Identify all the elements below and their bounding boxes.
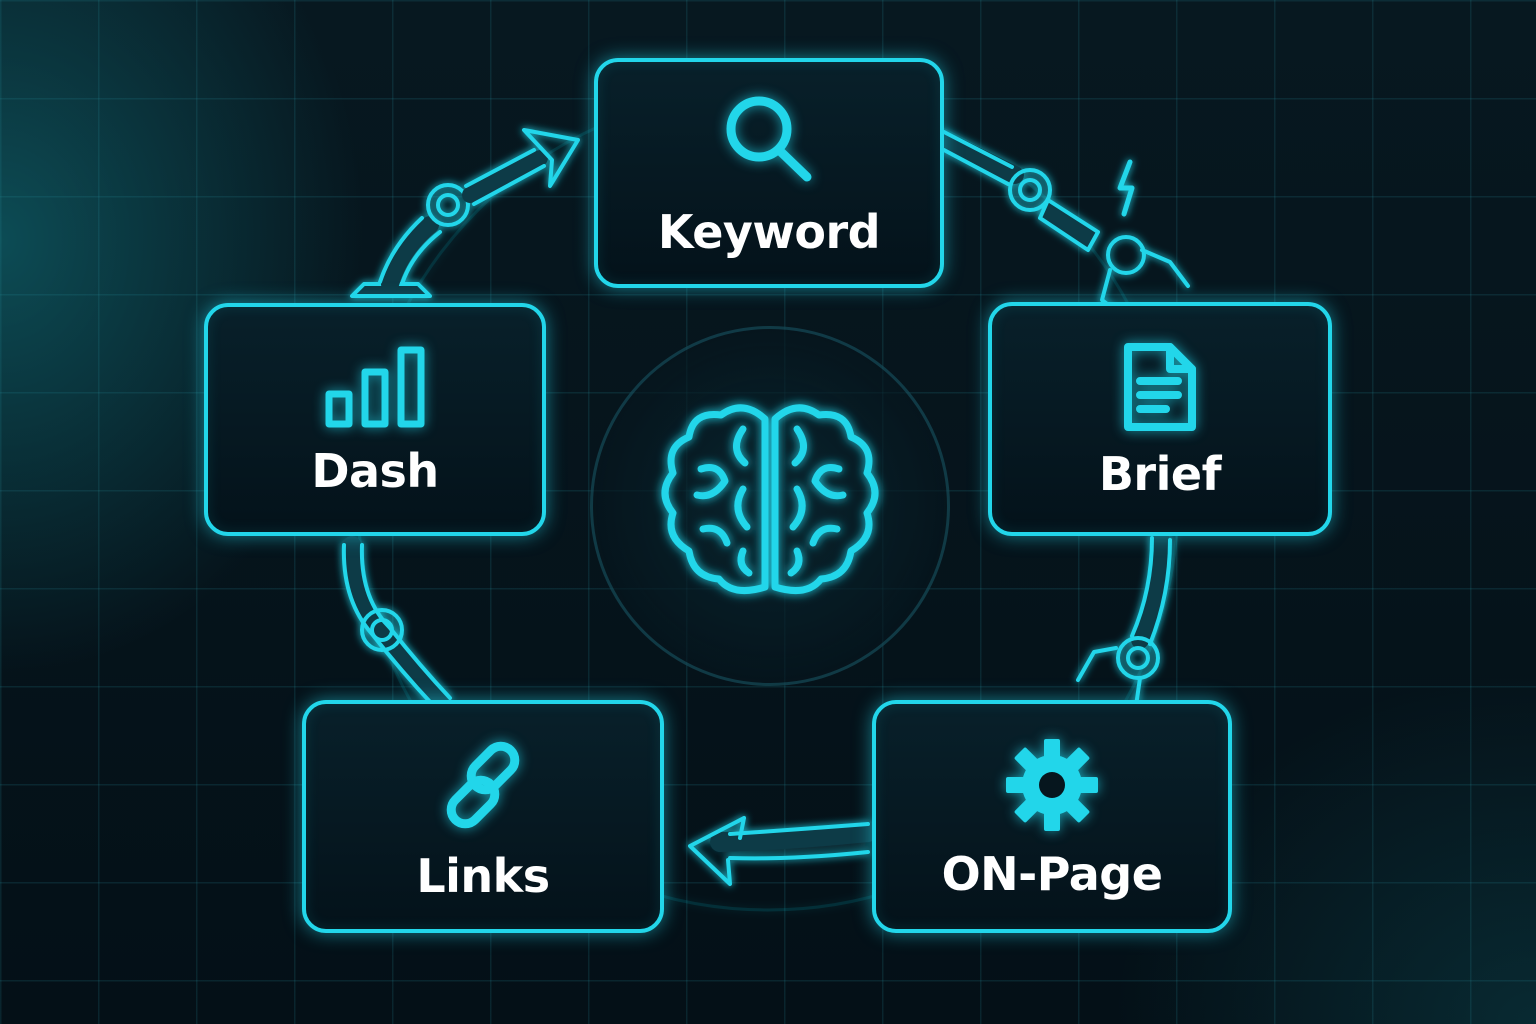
step-onpage[interactable]: ON-Page [872,700,1232,933]
magnifier-icon [726,96,812,182]
link-icon [446,741,520,828]
connector-keyword-brief [935,130,1190,320]
step-label: Brief [1098,447,1222,501]
brain-icon [661,404,879,595]
bar-chart-icon [325,346,425,427]
gear-icon [1006,738,1098,831]
step-label: Keyword [657,205,881,259]
central-hub [590,326,950,686]
connector-links-dash [341,536,452,709]
connector-onpage-links [688,816,878,886]
document-icon [1124,343,1196,431]
step-label: Dash [311,443,439,498]
step-label: ON-Page [941,846,1163,901]
step-links[interactable]: Links [302,700,664,933]
connector-brief-onpage [1076,527,1172,720]
step-dash[interactable]: Dash [204,303,546,536]
step-brief[interactable]: Brief [988,302,1332,536]
step-label: Links [416,848,550,903]
connector-dash-keyword [350,128,580,298]
step-keyword[interactable]: Keyword [594,58,944,288]
